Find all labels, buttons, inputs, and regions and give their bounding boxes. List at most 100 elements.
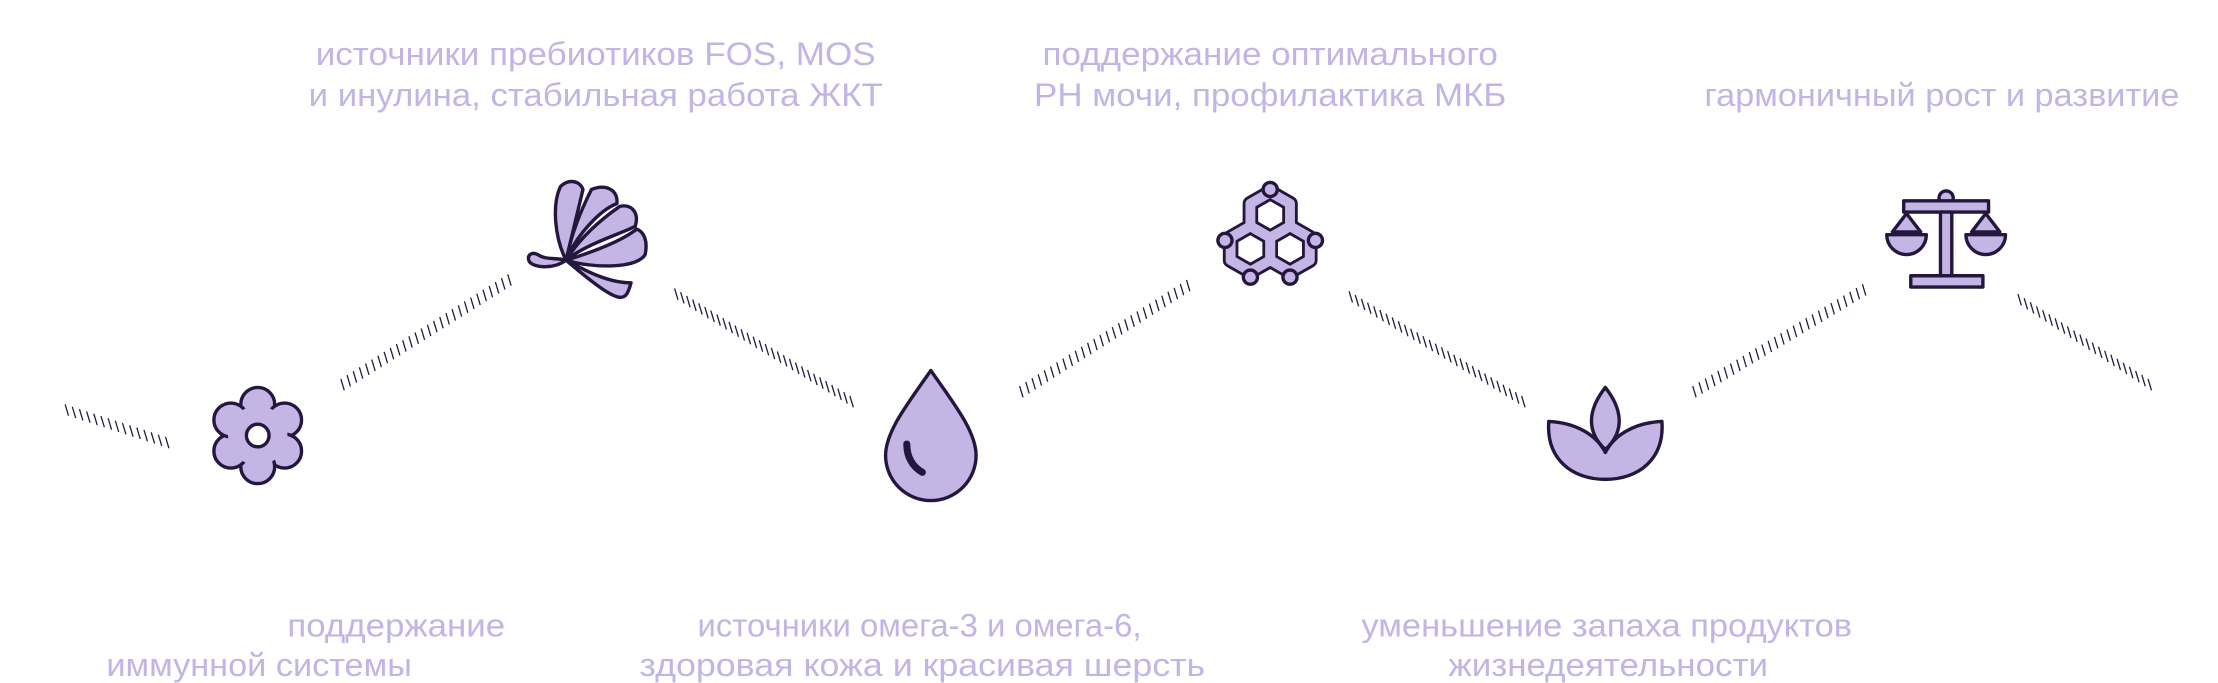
hatch-tick [1391,317,1397,329]
hatch-tick [2110,354,2115,367]
hatch-tick [1490,377,1495,389]
hatch-tick [788,358,794,371]
label-ph-line2: РН мочи, профилактика МКБ [1034,77,1506,113]
hatch-tick [1049,366,1055,378]
hatch-tick [2029,302,2035,314]
label-growth: гармоничный рост и развитие [1704,77,2179,113]
hatch-tick [1447,350,1452,363]
hatch-tick [1031,378,1036,390]
hatch-tick [794,362,800,375]
hatch-tick [1836,299,1842,311]
hatch-tick [1773,336,1779,349]
hatch-tick [1484,373,1489,386]
hatch-tick [1830,302,1836,315]
hatch-tick [704,306,709,319]
hatch-tick [740,329,746,341]
hatch-tick [352,371,358,383]
hatch-tick [426,324,432,337]
hatch-tick [2091,342,2097,355]
hatch-tick [1148,303,1154,316]
hatch-tick [819,377,824,389]
hatch-tick [1729,363,1735,375]
hatch-tick [2066,326,2072,338]
hatch-tick [1416,332,1421,344]
hatch-tick [1130,315,1135,327]
hatch-tick [2141,374,2146,387]
hatch-tick [1019,385,1024,398]
hatch-tick [2147,378,2153,391]
hatch-tick [1080,346,1086,359]
hatch-tick [1465,362,1471,374]
hatch-tick [825,380,830,393]
hatch-tick [1154,299,1160,312]
hatch-tick [457,305,463,317]
hatch-tick [1111,326,1117,339]
hatch-tick [1124,319,1129,331]
hatch-tick [1056,362,1061,374]
hatch-tick [673,288,679,300]
drop-icon [883,368,978,503]
label-omega-line1: источники омега-3 и омега-6, [698,607,1142,643]
label-immunity-line1: поддержание [287,607,505,643]
hatch-tick [377,355,382,368]
hatch-tick [1521,395,1526,408]
hatch-tick [1037,374,1043,386]
butterfly-icon [526,179,648,300]
hatch-tick [1074,350,1080,363]
hatched-connectors [64,274,2153,449]
hatch-tick [2035,306,2041,318]
hatch-tick [1704,378,1710,390]
hatch-tick [698,303,703,315]
hatch-tick [1366,302,1372,315]
hatch-tick [1824,306,1829,319]
hatch-tick [1185,279,1191,292]
hatch-tick [1093,338,1098,351]
hatch-tick [2097,346,2103,359]
hatch-tick [451,309,457,321]
hatch-tick [1842,295,1848,308]
hatch-tick [1792,325,1798,338]
hatch-tick [445,312,450,325]
hatch-tick [758,340,764,352]
hatch-tick [1105,330,1111,343]
hatch-tick [340,378,345,391]
hatch-tick [1780,333,1785,345]
hatch-tick [2023,297,2029,310]
hatch-tick [2048,314,2053,326]
hatch-tick [2054,318,2060,330]
label-prebiotics-line2: и инулина, стабильная работа ЖКТ [309,77,883,113]
hatch-tick [494,281,500,294]
hatch-tick [2042,310,2047,322]
hatch-tick [2060,322,2066,334]
hatch-tick [2116,358,2122,371]
hatch-tick [1167,291,1172,304]
hatch-tick [470,297,475,310]
hatch-tick [1849,291,1854,304]
hatch-tick [1459,358,1465,371]
hatch-tick [93,413,98,426]
hatch-tick [770,347,776,360]
hatch-tick [1761,344,1766,357]
hatch-tick [1453,354,1458,367]
hatch-tick [813,373,818,386]
hatch-tick [2079,334,2084,347]
hatch-tick [1754,348,1760,360]
hatch-tick [776,351,782,363]
hatch-tick [1354,294,1360,307]
hatch-tick [1736,359,1741,372]
hatch-tick [782,354,788,367]
hatch-tick [1062,358,1067,371]
hatch-tick [800,366,806,378]
hatch-tick [1471,365,1477,378]
hatch-tick [1348,291,1354,303]
hatch-tick [680,291,685,304]
flower-icon [212,385,304,486]
hatch-tick [843,392,848,404]
hatch-tick [1025,381,1030,394]
hatch-tick [1434,343,1440,356]
hatch-tick [1403,324,1409,337]
hatch-tick [86,411,91,423]
hatch-tick [1173,287,1179,300]
hatch-tick [364,363,370,375]
hatch-tick [1502,384,1508,397]
